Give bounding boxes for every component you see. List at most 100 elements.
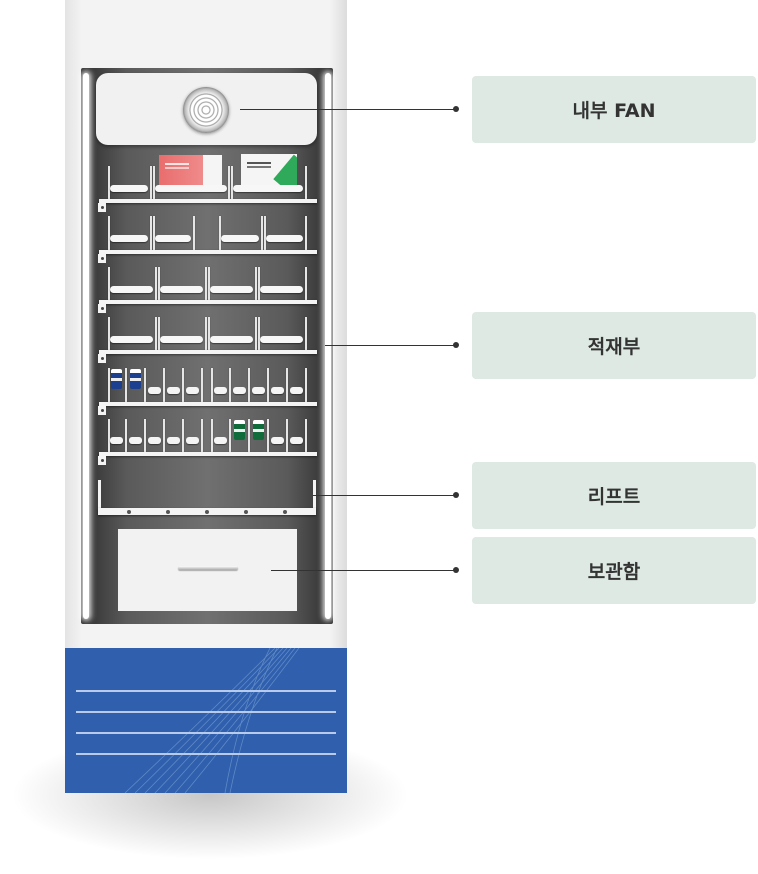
shelf-divider bbox=[144, 368, 146, 402]
shelf-divider bbox=[144, 419, 146, 453]
product-tray bbox=[167, 437, 180, 444]
shelf-divider bbox=[255, 317, 257, 351]
shelf bbox=[99, 300, 317, 304]
shelf-divider bbox=[305, 166, 307, 200]
shelf-tag bbox=[98, 354, 106, 363]
shelf-divider bbox=[258, 267, 260, 301]
product-tray bbox=[110, 437, 123, 444]
base-grille-line bbox=[76, 711, 336, 713]
shelf-divider bbox=[205, 267, 207, 301]
shelf-divider bbox=[211, 419, 213, 453]
product-tray bbox=[129, 437, 142, 444]
shelf-divider bbox=[219, 216, 221, 250]
machine-base bbox=[65, 648, 347, 793]
product-tray bbox=[214, 387, 227, 394]
lift-bolt bbox=[283, 510, 287, 514]
shelf-tag bbox=[98, 304, 106, 313]
shelf-divider bbox=[208, 317, 210, 351]
wave-pattern bbox=[124, 648, 300, 793]
shelf-divider bbox=[211, 368, 213, 402]
product-tray bbox=[210, 286, 253, 293]
shelf-divider bbox=[231, 166, 233, 200]
shelf-divider bbox=[248, 368, 250, 402]
shelf-divider bbox=[286, 368, 288, 402]
product-tray bbox=[110, 235, 148, 242]
product-tray bbox=[290, 437, 303, 444]
leader-line-storage bbox=[271, 570, 456, 571]
storage-drawer bbox=[118, 529, 297, 611]
product-tray bbox=[290, 387, 303, 394]
shelf-divider bbox=[125, 419, 127, 453]
base-grille-line bbox=[76, 732, 336, 734]
leader-dot-storage bbox=[453, 567, 459, 573]
shelf-tag bbox=[98, 254, 106, 263]
base-grille-line bbox=[76, 753, 336, 755]
shelf-divider bbox=[264, 216, 266, 250]
shelf-divider bbox=[305, 267, 307, 301]
product-tray bbox=[210, 336, 253, 343]
callout-shelf: 적재부 bbox=[472, 312, 756, 379]
shelf-tag bbox=[98, 203, 106, 212]
product-tray bbox=[271, 387, 284, 394]
product-tray bbox=[260, 286, 303, 293]
shelf-divider bbox=[108, 267, 110, 301]
lift-post bbox=[98, 480, 101, 510]
shelf-divider bbox=[201, 419, 203, 453]
shelf bbox=[99, 350, 317, 354]
callout-storage: 보관함 bbox=[472, 537, 756, 604]
product-tray bbox=[233, 185, 303, 192]
leader-line-shelf bbox=[325, 345, 456, 346]
lift-bolt bbox=[127, 510, 131, 514]
shelf bbox=[99, 402, 317, 406]
shelf-divider bbox=[163, 419, 165, 453]
shelf-divider bbox=[108, 317, 110, 351]
lift-bolt bbox=[205, 510, 209, 514]
product-tray bbox=[155, 235, 191, 242]
product-tray bbox=[160, 286, 203, 293]
product-box-white bbox=[241, 154, 297, 186]
shelf-divider bbox=[255, 267, 257, 301]
shelf bbox=[99, 199, 317, 203]
product-tray bbox=[110, 185, 148, 192]
shelf-divider bbox=[108, 216, 110, 250]
drawer-handle bbox=[178, 566, 238, 570]
shelf-divider bbox=[258, 317, 260, 351]
shelf bbox=[99, 250, 317, 254]
shelf-tag bbox=[98, 406, 106, 415]
shelf-divider bbox=[182, 368, 184, 402]
product-tray bbox=[148, 437, 161, 444]
product-bottle-blue bbox=[130, 369, 141, 389]
shelf-divider bbox=[205, 317, 207, 351]
shelf-divider bbox=[267, 368, 269, 402]
shelf-divider bbox=[153, 216, 155, 250]
shelf-tag bbox=[98, 456, 106, 465]
product-tray bbox=[186, 387, 199, 394]
leader-dot-lift bbox=[453, 492, 459, 498]
product-tray bbox=[266, 235, 303, 242]
callout-lift: 리프트 bbox=[472, 462, 756, 529]
shelf-divider bbox=[155, 267, 157, 301]
product-tray bbox=[167, 387, 180, 394]
callout-fan: 내부 FAN bbox=[472, 76, 756, 143]
product-bottle-green bbox=[234, 420, 245, 440]
shelf-divider bbox=[229, 368, 231, 402]
leader-line-fan bbox=[240, 109, 456, 110]
shelf-divider bbox=[163, 368, 165, 402]
shelf-divider bbox=[155, 317, 157, 351]
shelf-divider bbox=[150, 216, 152, 250]
shelf-divider bbox=[153, 166, 155, 200]
shelf-divider bbox=[193, 216, 195, 250]
product-bottle-blue bbox=[111, 369, 122, 389]
lift-bolt bbox=[244, 510, 248, 514]
product-box-red bbox=[159, 155, 222, 187]
base-grille-line bbox=[76, 690, 336, 692]
lift-bolt bbox=[166, 510, 170, 514]
shelf-divider bbox=[150, 166, 152, 200]
shelf-divider bbox=[201, 368, 203, 402]
shelf-divider bbox=[305, 419, 307, 453]
shelf bbox=[99, 452, 317, 456]
product-tray bbox=[186, 437, 199, 444]
led-strip-left bbox=[83, 73, 89, 619]
product-tray bbox=[214, 437, 227, 444]
product-tray bbox=[160, 336, 203, 343]
